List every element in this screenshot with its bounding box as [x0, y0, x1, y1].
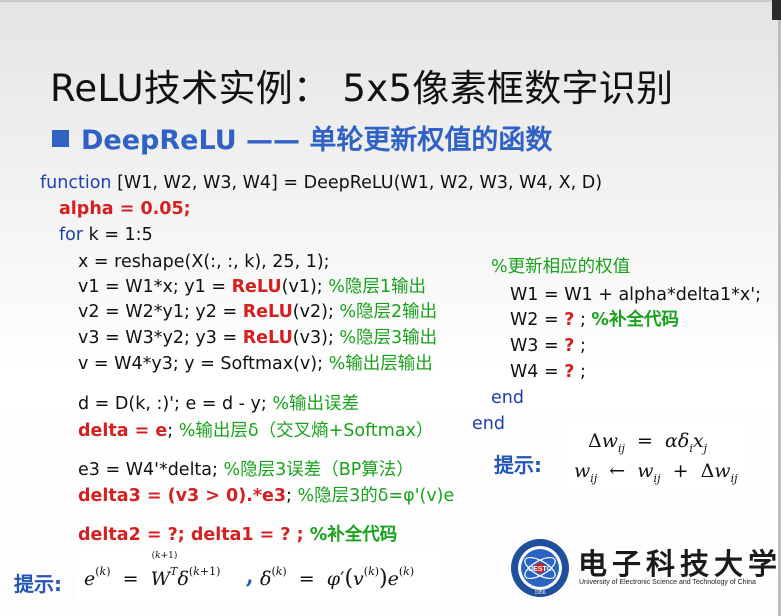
w2-todo: ?: [564, 310, 575, 330]
code-line-x: x = reshape(X(:, :, k), 25, 1);: [78, 252, 330, 272]
backprop-formula: e(k) = (k+1)WTδ(k+1) , δ(k) = φ′(v(k))e(…: [76, 551, 440, 601]
v3-statement: v3 = W3*y2; y3 =: [78, 328, 243, 348]
code-line-w4: W4 = ? ;: [510, 362, 586, 382]
code-line-v1: v1 = W1*x; y1 = ReLU(v1); %隐层1输出: [78, 277, 426, 297]
reshape-statement: x = reshape(X(:, :, k), 25, 1);: [78, 252, 330, 272]
w4-semicolon: ;: [574, 362, 586, 382]
w-update-formula: wij ← wij + Δwij: [574, 460, 738, 485]
code-line-v3: v3 = W3*y2; y3 = ReLU(v3); %隐层3输出: [78, 328, 437, 348]
top-border: [0, 0, 781, 2]
error-backprop-formula: e(k) = (k+1)WTδ(k+1): [84, 551, 221, 590]
relu-call: ReLU: [242, 328, 293, 348]
hint-label-right: 提示:: [494, 453, 542, 477]
comment-output: %输出层输出: [328, 354, 433, 374]
v2-statement: v2 = W2*y1; y2 =: [78, 302, 243, 322]
code-line-delta3: delta3 = (v3 > 0).*e3; %隐层3的δ=φ'(v)e: [78, 486, 454, 506]
update-formula: Δwij = αδixj wij ← wij + Δwij: [562, 422, 744, 492]
comment-update: %更新相应的权值: [491, 257, 631, 277]
softmax-statement: v = W4*y3; y = Softmax(v);: [78, 354, 329, 374]
e3-statement: e3 = W4'*delta;: [78, 460, 224, 480]
code-line-w2: W2 = ? ; %补全代码: [510, 310, 679, 330]
error-statement: d = D(k, :)'; e = d - y;: [78, 394, 273, 414]
code-line-end-outer: end: [472, 414, 505, 434]
comment-delta: %输出层δ（交叉熵+Softmax）: [178, 421, 434, 441]
relu-call: ReLU: [242, 302, 293, 322]
code-line-delta: delta = e; %输出层δ（交叉熵+Softmax）: [78, 421, 433, 441]
hint-label-bottom: 提示:: [14, 572, 62, 596]
slide-subtitle: DeepReLU —— 单轮更新权值的函数: [52, 118, 552, 157]
delta3-semicolon: ;: [286, 486, 298, 506]
code-line-v: v = W4*y3; y = Softmax(v); %输出层输出: [78, 354, 433, 374]
university-emblem-icon: UESTC 1956: [510, 538, 570, 598]
comment-todo: %补全代码: [591, 310, 679, 330]
w2-lhs: W2 =: [510, 310, 565, 330]
w1-update: W1 = W1 + alpha*delta1*x';: [510, 285, 761, 305]
code-line-d: d = D(k, :)'; e = d - y; %输出误差: [78, 394, 359, 414]
w3-todo: ?: [564, 336, 575, 356]
v1-statement: v1 = W1*x; y1 =: [78, 277, 232, 297]
delta-assignment: delta = e: [78, 421, 168, 441]
comment-hidden2: %隐层2输出: [339, 302, 438, 322]
for-range: k = 1:5: [83, 225, 153, 245]
keyword-for: for: [59, 225, 84, 245]
comment-hidden3: %隐层3输出: [339, 328, 438, 348]
function-signature: [W1, W2, W3, W4] = DeepReLU(W1, W2, W3, …: [111, 173, 603, 193]
code-line-update-comment: %更新相应的权值: [491, 257, 630, 277]
delta-backprop-formula: δ(k) = φ′(v(k))e(k): [260, 565, 415, 591]
code-line-alpha: alpha = 0.05;: [59, 199, 191, 219]
code-line-end-inner: end: [491, 388, 524, 408]
delta-w-formula: Δwij = αδixj: [588, 430, 707, 455]
code-line-function: function [W1, W2, W3, W4] = DeepReLU(W1,…: [40, 173, 602, 193]
comment-hidden1: %隐层1输出: [328, 277, 427, 297]
code-line-delta21: delta2 = ?; delta1 = ? ; %补全代码: [78, 525, 397, 545]
w4-todo: ?: [564, 362, 575, 382]
comment-error: %输出误差: [272, 394, 360, 414]
university-name-en: University of Electronic Science and Tec…: [579, 579, 756, 586]
code-line-for: for k = 1:5: [59, 225, 153, 245]
scrollbar-track[interactable]: [778, 20, 781, 616]
v1-arg: (v1);: [281, 277, 329, 297]
emblem-year: 1956: [534, 590, 545, 596]
comma-separator: ,: [246, 563, 254, 589]
keyword-function: function: [40, 173, 112, 193]
w4-lhs: W4 =: [510, 362, 565, 382]
v2-arg: (v2);: [292, 302, 340, 322]
code-line-v2: v2 = W2*y1; y2 = ReLU(v2); %隐层2输出: [78, 302, 437, 322]
delta2-delta1-todo: delta2 = ?; delta1 = ? ;: [78, 525, 310, 545]
delta3-assignment: delta3 = (v3 > 0).*e3: [78, 486, 287, 506]
comment-delta3: %隐层3的δ=φ'(v)e: [297, 486, 455, 506]
university-name-cn: 电子科技大学: [578, 547, 781, 581]
v3-arg: (v3);: [292, 328, 340, 348]
delta-semicolon: ;: [167, 421, 179, 441]
w3-lhs: W3 =: [510, 336, 565, 356]
subtitle-text: DeepReLU —— 单轮更新权值的函数: [81, 125, 553, 156]
window-corner: [772, 0, 781, 20]
code-line-w1: W1 = W1 + alpha*delta1*x';: [510, 285, 761, 305]
code-line-e3: e3 = W4'*delta; %隐层3误差（BP算法）: [78, 460, 414, 480]
alpha-assignment: alpha = 0.05;: [59, 199, 191, 219]
comment-todo: %补全代码: [309, 525, 398, 545]
relu-call: ReLU: [231, 277, 282, 297]
code-line-w3: W3 = ? ;: [510, 336, 586, 356]
w3-semicolon: ;: [574, 336, 586, 356]
w2-semicolon: ;: [574, 310, 592, 330]
slide-title: ReLU技术实例： 5x5像素框数字识别: [50, 67, 674, 110]
emblem-text: UESTC: [528, 566, 552, 573]
comment-e3: %隐层3误差（BP算法）: [223, 460, 414, 480]
square-bullet-icon: [52, 130, 69, 147]
